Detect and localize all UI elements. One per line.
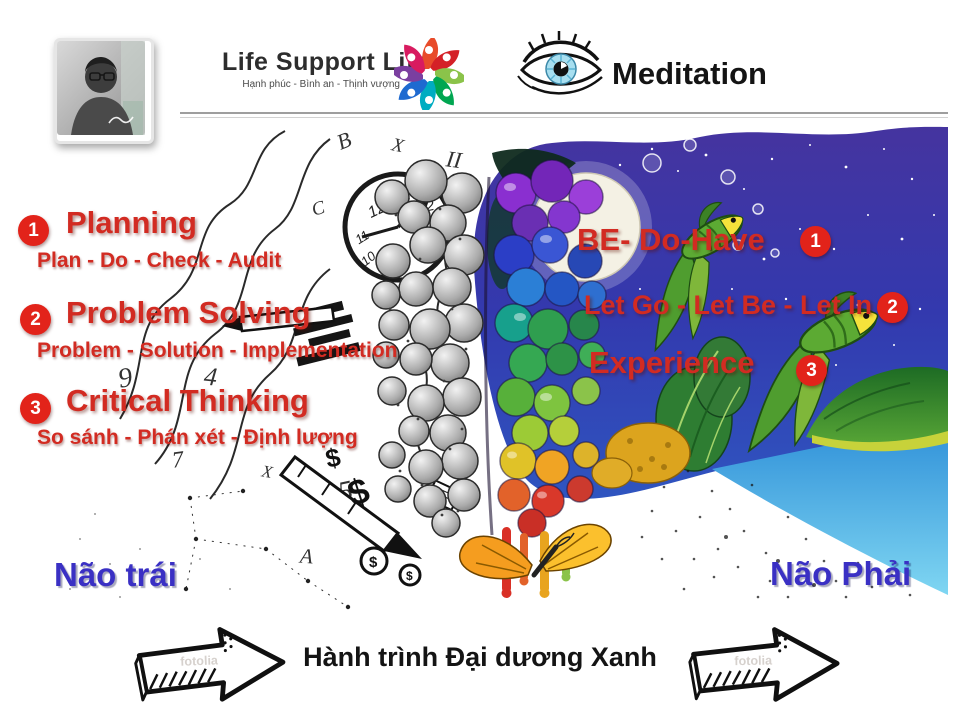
svg-text:II: II	[444, 146, 465, 173]
brain-artwork-graphic: 12 1 2 11 10 B X C II 9 4 7 X 5 A	[69, 126, 948, 610]
svg-text:B: B	[333, 126, 355, 154]
avatar	[54, 38, 154, 144]
right-item-badge-2: 2	[877, 292, 908, 323]
shore-speckles	[640, 469, 912, 599]
butterfly	[459, 523, 612, 580]
left-brain-stipple	[388, 207, 468, 517]
left-item-badge-1: 1	[18, 215, 49, 246]
golden-bush	[591, 422, 691, 489]
left-item-subtitle-2: Problem - Solution - Implementation	[37, 339, 398, 362]
right-item-badge-1: 1	[800, 226, 831, 257]
left-item-badge-3: 3	[20, 393, 51, 424]
brain-midline	[484, 176, 494, 536]
left-item-subtitle-1: Plan - Do - Check - Audit	[37, 249, 282, 272]
header-divider	[180, 112, 948, 118]
right-brain-hemisphere	[493, 159, 607, 538]
water	[712, 421, 948, 595]
left-brain-caption: Não trái	[54, 556, 177, 593]
brain-artwork: 12 1 2 11 10 B X C II 9 4 7 X 5 A	[0, 119, 948, 611]
left-item-title-2: Problem Solving	[66, 295, 311, 330]
brand-title: Life Support Life	[222, 48, 430, 76]
arrow-watermark: fotolia	[734, 653, 773, 668]
arrow-watermark: fotolia	[180, 653, 219, 668]
svg-text:7: 7	[170, 446, 186, 473]
sketch-glyphs: B X C II 9 4 7 X 5 A	[116, 126, 465, 568]
left-item-title-3: Critical Thinking	[66, 383, 309, 418]
brand-tagline: Hạnh phúc - Bình an - Thịnh vượng	[242, 79, 400, 90]
right-brain-caption: Não Phải	[770, 555, 912, 592]
constellation	[183, 488, 351, 610]
right-item-badge-3: 3	[796, 355, 827, 386]
left-brain-hemisphere	[371, 159, 485, 538]
left-speckles	[69, 513, 231, 598]
meditation-title: Meditation	[612, 56, 767, 91]
left-item-title-1: Planning	[66, 205, 197, 240]
left-item-subtitle-3: So sánh - Phán xét - Định lượng	[37, 426, 358, 449]
brand-block: Life Support Life Hạnh phúc - Bình an - …	[222, 48, 430, 90]
eye-icon	[514, 28, 606, 107]
flower-logo-icon	[390, 36, 468, 115]
svg-text:9: 9	[116, 362, 135, 395]
svg-text:$: $	[406, 569, 413, 583]
svg-text:X: X	[389, 134, 407, 157]
svg-text:$: $	[323, 441, 344, 473]
sketch-arrow-icon: fotolia	[683, 621, 850, 720]
green-hill	[806, 366, 948, 446]
right-item-title-3: Experience	[589, 345, 755, 380]
avatar-photo-graphic	[57, 41, 145, 135]
svg-text:$: $	[369, 554, 378, 571]
sketch-arrow-icon: fotolia	[128, 619, 296, 720]
fish	[654, 201, 744, 353]
pencil-icon	[222, 305, 336, 333]
left-item-badge-2: 2	[20, 304, 51, 335]
svg-text:C: C	[309, 197, 327, 221]
journey-title: Hành trình Đại dương Xanh	[303, 642, 657, 672]
right-item-title-1: BE- Do-Have	[577, 222, 765, 257]
right-brain-highlights	[504, 183, 552, 499]
svg-text:A: A	[297, 543, 314, 568]
right-item-title-2: Let Go - Let Be - Let In	[584, 290, 872, 320]
svg-text:4: 4	[203, 361, 219, 391]
svg-text:X: X	[259, 461, 274, 482]
